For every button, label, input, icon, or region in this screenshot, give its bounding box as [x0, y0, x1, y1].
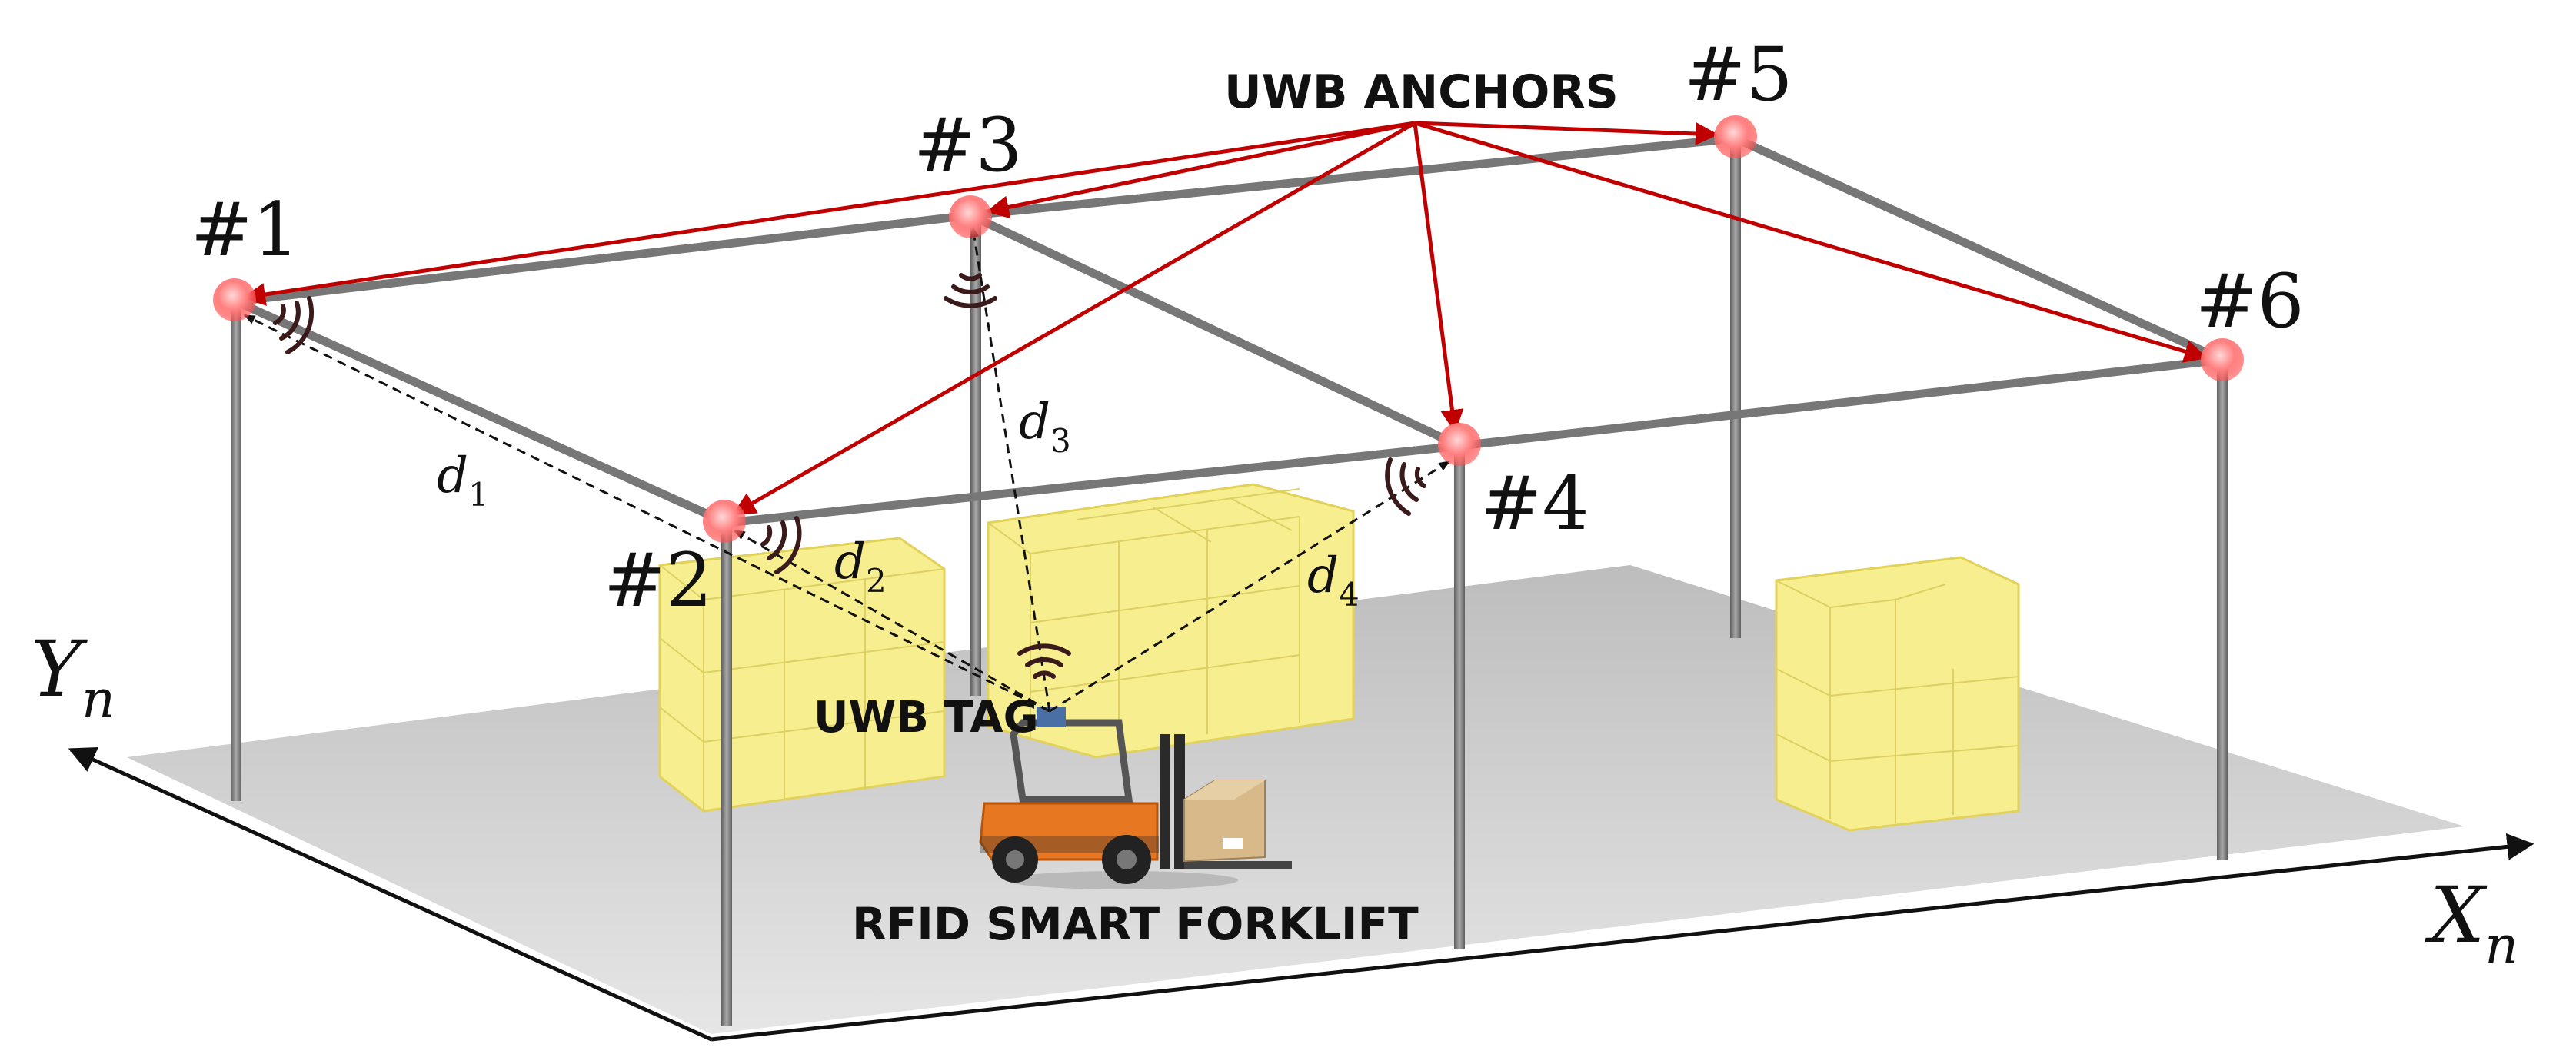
cardboard-box-icon	[1183, 780, 1266, 863]
distance-label-d1: d1	[437, 447, 489, 514]
box-stack-right	[1775, 556, 2020, 832]
distance-label-d3: d3	[1019, 394, 1071, 460]
anchor-node-icon	[1438, 423, 1481, 466]
distance-lines	[243, 225, 1451, 713]
anchor-node-icon	[213, 278, 256, 321]
signal-wave-icon	[273, 273, 1426, 679]
distance-labels: d1 d2 d3 d4	[437, 394, 1360, 613]
anchor-arrows	[242, 121, 2208, 516]
uwb-tag-label: UWB TAG	[814, 693, 1039, 743]
anchor-label-2: #2	[604, 537, 713, 623]
anchor-node-icon	[1714, 115, 1757, 158]
y-axis-label: Yn	[31, 624, 115, 730]
anchor-node-icon	[949, 195, 992, 238]
box-stack-center	[987, 483, 1355, 759]
anchor-node-icon	[703, 500, 746, 543]
distance-label-d2: d2	[834, 534, 887, 600]
forklift-label: RFID SMART FORKLIFT	[852, 898, 1419, 950]
anchor-labels: #1 #2 #3 #4 #5 #6	[191, 32, 2305, 623]
x-axis-line	[711, 833, 2534, 1042]
forklift-icon	[979, 707, 1292, 889]
frame-back-poles	[231, 138, 1741, 801]
uwb-anchors-label: UWB ANCHORS	[1224, 65, 1619, 119]
distance-label-d4: d4	[1307, 547, 1360, 613]
anchor-label-1: #1	[191, 187, 300, 273]
anchor-node-icon	[2201, 338, 2244, 381]
anchor-label-5: #5	[1684, 32, 1793, 118]
anchor-label-4: #4	[1480, 461, 1589, 547]
x-axis-label: Xn	[2425, 870, 2518, 976]
anchor-label-3: #3	[914, 102, 1023, 188]
anchor-nodes	[213, 115, 2244, 543]
y-axis-line	[68, 747, 713, 1042]
anchor-label-6: #6	[2195, 258, 2305, 344]
frame-top-beams	[231, 134, 2227, 527]
frame-front-poles	[721, 360, 2228, 1026]
